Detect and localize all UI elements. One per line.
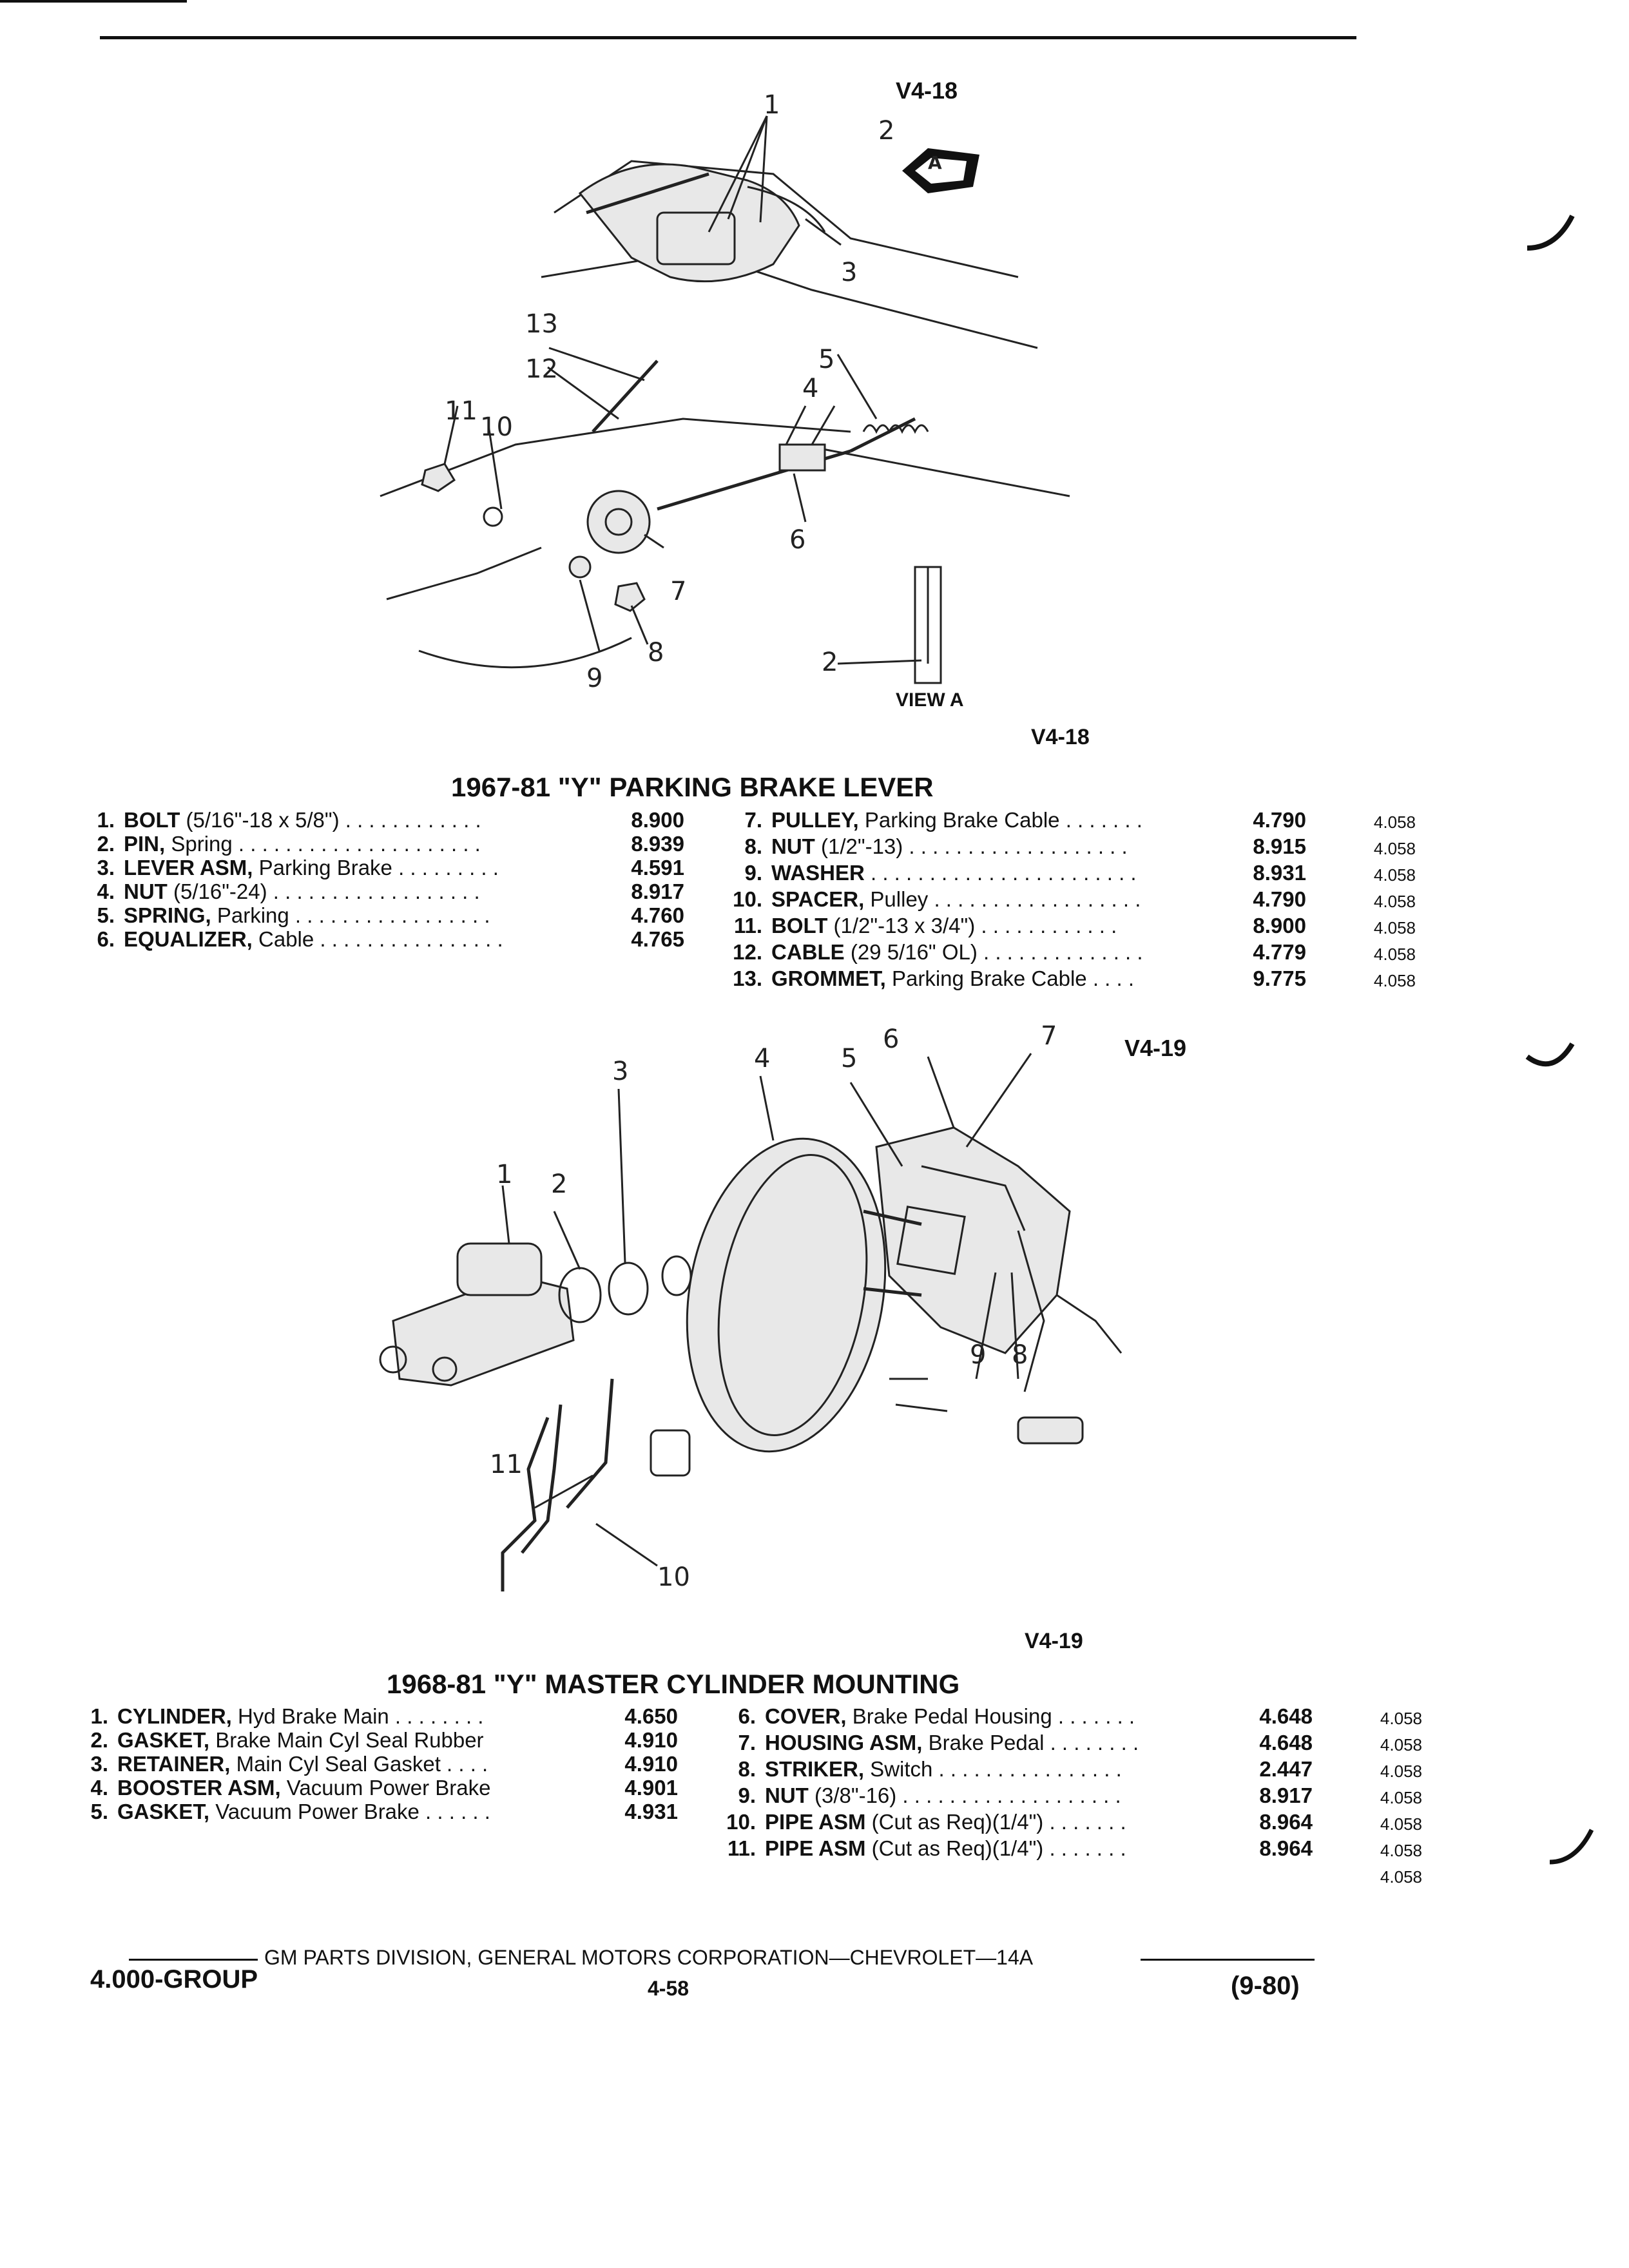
footer-line: GM PARTS DIVISION, GENERAL MOTORS CORPOR…	[264, 1946, 1034, 1969]
master-cylinder-diagram	[379, 1053, 1123, 1591]
list-item: 5.GASKET, Vacuum Power Brake . . . . . .…	[90, 1800, 678, 1823]
callout-5: 5	[841, 1044, 858, 1073]
header-rule	[100, 36, 1356, 39]
binder-mark-1	[1527, 215, 1575, 251]
list-item: 2.PIN, Spring . . . . . . . . . . . . . …	[97, 832, 684, 856]
callout-11: 11	[445, 396, 477, 426]
callout-3: 3	[841, 258, 858, 287]
section1-right-list: 7.PULLEY, Parking Brake Cable . . . . . …	[718, 808, 1416, 993]
callout-9: 9	[970, 1340, 987, 1370]
callout-8: 8	[1012, 1340, 1028, 1370]
list-item: 9.NUT (3/8"-16) . . . . . . . . . . . . …	[738, 1783, 1422, 1807]
list-item: 6.EQUALIZER, Cable . . . . . . . . . . .…	[97, 927, 684, 951]
callout-6: 6	[883, 1024, 900, 1054]
callout-4: 4	[754, 1044, 771, 1073]
callout-12: 12	[525, 354, 558, 384]
view-a-badge	[902, 148, 979, 193]
callout-2: 2	[551, 1169, 568, 1199]
section2-right-list: 6.COVER, Brake Pedal Housing . . . . . .…	[712, 1704, 1422, 1889]
footer-rule-left	[129, 1959, 258, 1961]
list-item: 6.COVER, Brake Pedal Housing . . . . . .…	[738, 1704, 1422, 1728]
parking-brake-diagram	[380, 115, 1070, 684]
list-item: 13.GROMMET, Parking Brake Cable . . . .9…	[733, 966, 1416, 990]
callout-11: 11	[490, 1450, 523, 1479]
callout-6: 6	[789, 525, 806, 555]
list-item: 4.058	[1380, 1867, 1422, 1887]
callout-5: 5	[818, 345, 835, 374]
list-item: 11.PIPE ASM (Cut as Req)(1/4") . . . . .…	[727, 1836, 1422, 1860]
view-a-letter: A	[928, 152, 942, 173]
footer-date: (9-80)	[1231, 1972, 1300, 2000]
list-item: 8.NUT (1/2"-13) . . . . . . . . . . . . …	[744, 834, 1416, 858]
list-item: 12.CABLE (29 5/16" OL) . . . . . . . . .…	[733, 940, 1416, 964]
callout-1: 1	[764, 90, 780, 120]
view-a-label: VIEW A	[896, 689, 964, 711]
callout-7: 7	[670, 577, 687, 606]
list-item: 8.STRIKER, Switch . . . . . . . . . . . …	[738, 1757, 1422, 1781]
list-item: 10.SPACER, Pulley . . . . . . . . . . . …	[733, 887, 1416, 911]
diagram1-caption: V4-18	[1031, 725, 1090, 749]
list-item: 10.PIPE ASM (Cut as Req)(1/4") . . . . .…	[726, 1810, 1422, 1834]
diagram2-code: V4-19	[1124, 1035, 1187, 1061]
callout-8: 8	[648, 638, 664, 668]
callout-10: 10	[657, 1562, 690, 1592]
callout-13: 13	[525, 309, 558, 339]
callout-7: 7	[1041, 1021, 1057, 1051]
section1-left-list: 1.BOLT (5/16"-18 x 5/8") . . . . . . . .…	[71, 808, 684, 951]
top-edge-rule	[0, 0, 187, 3]
callout-2: 2	[878, 116, 895, 146]
footer-page: 4-58	[648, 1977, 689, 2000]
section1-title: 1967-81 "Y" PARKING BRAKE LEVER	[451, 772, 934, 802]
binder-mark-3	[1549, 1829, 1594, 1865]
list-item: 7.HOUSING ASM, Brake Pedal . . . . . . .…	[738, 1731, 1422, 1754]
binder-mark-2	[1525, 1042, 1575, 1067]
list-item: 3.LEVER ASM, Parking Brake . . . . . . .…	[97, 856, 684, 879]
list-item: 7.PULLEY, Parking Brake Cable . . . . . …	[744, 808, 1416, 832]
callout-3: 3	[612, 1057, 629, 1086]
callout-10: 10	[480, 412, 513, 442]
section2-title: 1968-81 "Y" MASTER CYLINDER MOUNTING	[387, 1669, 960, 1699]
list-item: 9.WASHER . . . . . . . . . . . . . . . .…	[744, 861, 1416, 885]
list-item: 1.BOLT (5/16"-18 x 5/8") . . . . . . . .…	[97, 808, 684, 832]
list-item: 11.BOLT (1/2"-13 x 3/4") . . . . . . . .…	[733, 914, 1416, 937]
list-item: 1.CYLINDER, Hyd Brake Main . . . . . . .…	[90, 1704, 678, 1728]
footer-group: 4.000-GROUP	[90, 1965, 258, 1994]
footer-rule-right	[1141, 1959, 1315, 1961]
list-item: 4.NUT (5/16"-24) . . . . . . . . . . . .…	[97, 879, 684, 903]
callout-4: 4	[802, 374, 819, 403]
section2-left-list: 1.CYLINDER, Hyd Brake Main . . . . . . .…	[64, 1704, 678, 1823]
diagram1-code: V4-18	[896, 77, 958, 104]
list-item: 3.RETAINER, Main Cyl Seal Gasket . . . .…	[90, 1752, 678, 1776]
callout-9: 9	[586, 664, 603, 693]
callout-2-view-a: 2	[822, 648, 838, 677]
diagram2-caption: V4-19	[1025, 1629, 1083, 1653]
list-item: 5.SPRING, Parking . . . . . . . . . . . …	[97, 903, 684, 927]
callout-1: 1	[496, 1160, 513, 1189]
